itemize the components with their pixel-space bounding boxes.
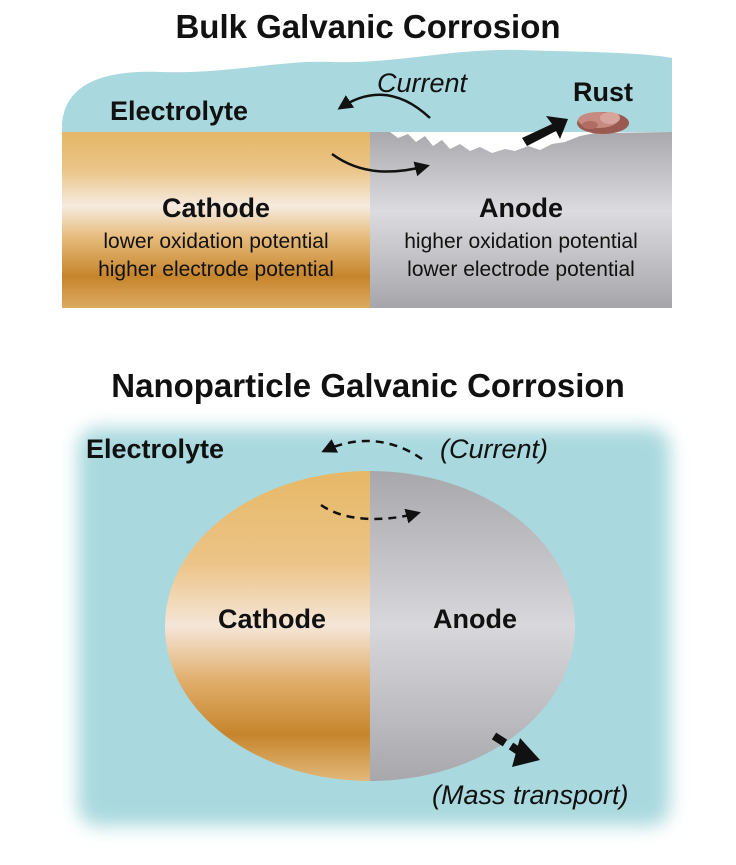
top-title: Bulk Galvanic Corrosion	[175, 8, 561, 45]
rust-arrow	[522, 116, 568, 146]
mass-transport-label: (Mass transport)	[432, 780, 629, 810]
particle-anode-half	[370, 471, 575, 781]
bottom-current-label: (Current)	[440, 434, 549, 464]
particle-anode-label: Anode	[433, 604, 517, 634]
mass-transport-arrow	[491, 732, 540, 767]
top-current-label: Current	[377, 68, 468, 98]
bottom-title: Nanoparticle Galvanic Corrosion	[111, 367, 625, 404]
top-cathode-line1: lower oxidation potential	[103, 230, 329, 253]
rust-label: Rust	[573, 77, 633, 107]
top-cathode-label: Cathode	[162, 193, 270, 223]
top-anode-line2: lower electrode potential	[407, 258, 635, 281]
particle-cathode-label: Cathode	[218, 604, 326, 634]
bottom-current-arrow-upper	[321, 439, 423, 461]
bottom-current-arrow-lower	[320, 503, 421, 524]
bottom-electrolyte-label: Electrolyte	[86, 434, 225, 464]
rust-particle	[577, 112, 629, 134]
top-electrolyte-label: Electrolyte	[110, 96, 249, 126]
top-current-arrow-upper	[337, 93, 431, 119]
top-anode-block	[370, 132, 672, 308]
top-cathode-block	[62, 132, 370, 308]
top-current-arrow-lower	[331, 152, 430, 177]
particle-cathode-half	[165, 471, 370, 781]
top-electrolyte-region	[61, 49, 672, 132]
top-anode-label: Anode	[479, 193, 563, 223]
top-cathode-line2: higher electrode potential	[98, 258, 334, 281]
top-anode-line1: higher oxidation potential	[404, 230, 638, 253]
